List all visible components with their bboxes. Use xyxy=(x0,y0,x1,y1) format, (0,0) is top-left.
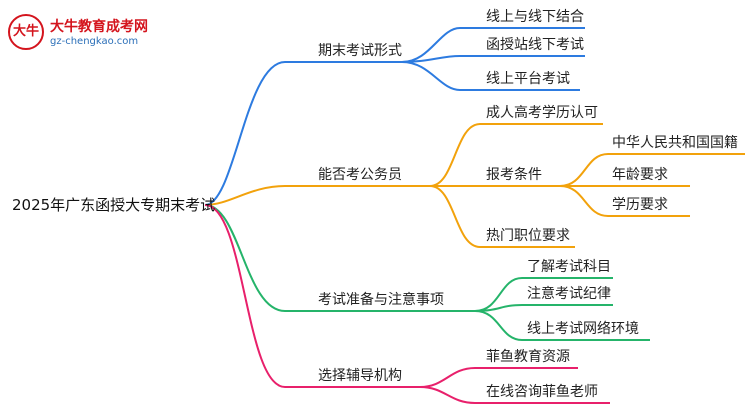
leaf-1-2: 函授站线下考试 xyxy=(486,37,584,53)
connector-root-branch-1 xyxy=(204,61,402,206)
connector-b3-c2 xyxy=(474,304,613,312)
leaf-3-2: 注意考试纪律 xyxy=(527,286,611,302)
branch-label-2: 能否考公务员 xyxy=(318,167,402,183)
leaf-3-1: 了解考试科目 xyxy=(527,259,611,275)
connector-b4-c1 xyxy=(419,367,578,388)
leaf-3-3: 线上考试网络环境 xyxy=(527,321,639,337)
connector-root-branch-3 xyxy=(204,204,475,312)
node-2-2: 报考条件 xyxy=(486,167,542,183)
connector-b4-c2 xyxy=(419,386,610,404)
logo-badge: 大牛 xyxy=(8,14,44,50)
connector-root-branch-4 xyxy=(204,204,420,388)
leaf-4-2: 在线咨询菲鱼老师 xyxy=(486,384,598,400)
site-logo: 大牛 大牛教育成考网 gz-chengkao.com xyxy=(8,14,178,54)
leaf-2-2-3: 学历要求 xyxy=(612,197,668,213)
branch-label-4: 选择辅导机构 xyxy=(318,368,402,384)
leaf-1-1: 线上与线下结合 xyxy=(486,9,584,25)
logo-url: gz-chengkao.com xyxy=(50,36,139,47)
leaf-1-3: 线上平台考试 xyxy=(486,71,570,87)
connector-b2-c2-g3 xyxy=(559,185,690,217)
mindmap-root: 2025年广东函授大专期末考试 xyxy=(12,196,216,214)
connector-b1-c2 xyxy=(401,55,585,63)
leaf-2-2-2: 年龄要求 xyxy=(612,167,668,183)
connector-root-branch-2 xyxy=(204,185,430,206)
leaf-4-1: 菲鱼教育资源 xyxy=(486,349,570,365)
leaf-2-2-1: 中华人民共和国国籍 xyxy=(612,135,738,151)
connector-b1-c1 xyxy=(401,27,585,63)
connector-b2-c2-g1 xyxy=(559,153,745,187)
connector-b3-c3 xyxy=(474,310,650,341)
logo-title: 大牛教育成考网 xyxy=(50,19,148,35)
branch-label-3: 考试准备与注意事项 xyxy=(318,292,444,308)
leaf-2-1: 成人高考学历认可 xyxy=(486,105,598,121)
connector-b1-c3 xyxy=(401,61,580,91)
branch-label-1: 期末考试形式 xyxy=(318,43,402,59)
connector-b2-c1 xyxy=(429,123,603,187)
leaf-2-3: 热门职位要求 xyxy=(486,228,570,244)
connector-b2-c3 xyxy=(429,185,575,248)
